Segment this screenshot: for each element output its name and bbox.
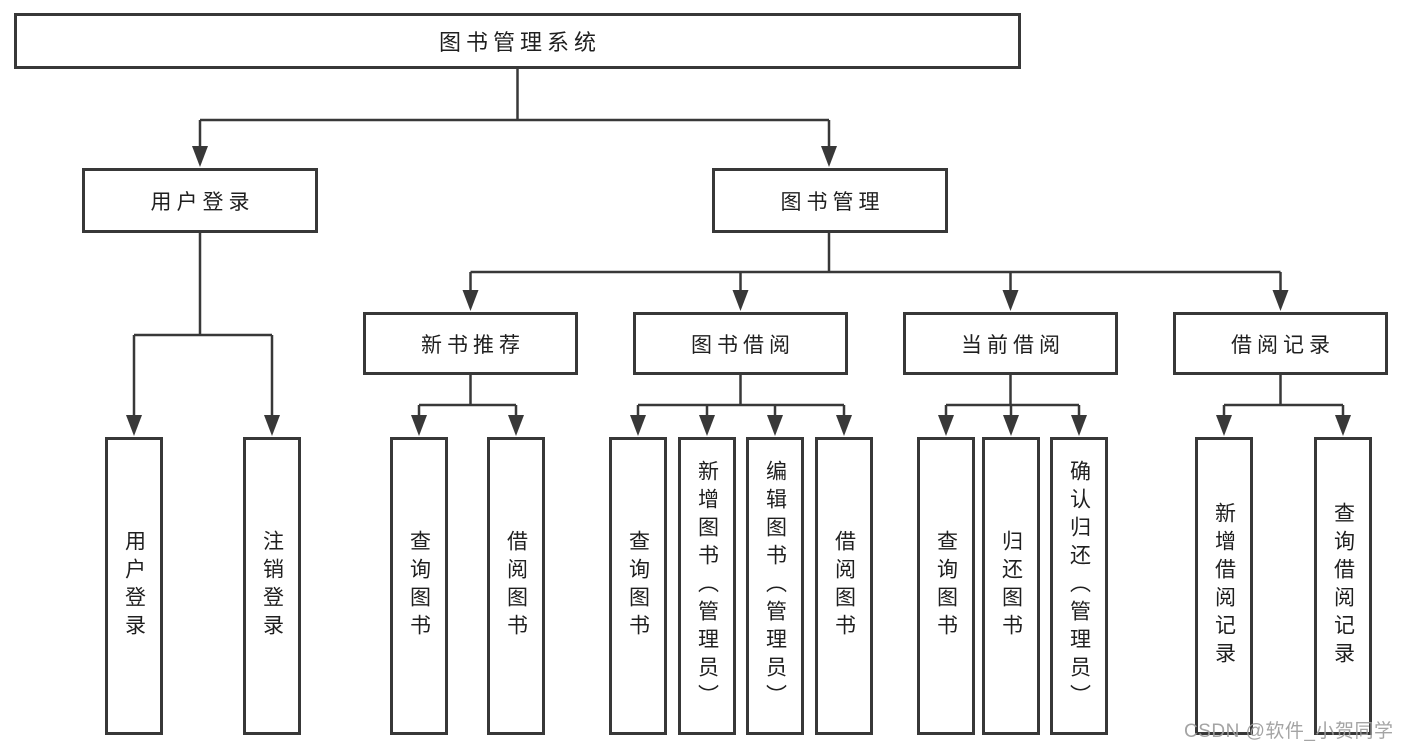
node-new-book-rec-label: 新书推荐 bbox=[421, 333, 525, 357]
node-new-book-rec: 新书推荐 bbox=[363, 312, 578, 375]
connector-login-children bbox=[132, 233, 274, 416]
node-borrow-records: 借阅记录 bbox=[1173, 312, 1388, 375]
node-bb-borrow: 借阅图书 bbox=[815, 437, 873, 735]
connector-mgmt-children bbox=[469, 233, 1282, 291]
connector-newbook-children bbox=[417, 375, 518, 416]
node-book-mgmt: 图书管理 bbox=[712, 168, 948, 233]
node-bb-edit: 编辑图书（管理员） bbox=[746, 437, 804, 735]
node-nb-borrow: 借阅图书 bbox=[487, 437, 545, 735]
node-br-query: 查询借阅记录 bbox=[1314, 437, 1372, 735]
node-current-borrow-label: 当前借阅 bbox=[961, 333, 1065, 357]
node-bb-query: 查询图书 bbox=[609, 437, 667, 735]
node-book-borrow-label: 图书借阅 bbox=[691, 333, 795, 357]
node-bb-add: 新增图书（管理员） bbox=[678, 437, 736, 735]
node-nb-query: 查询图书 bbox=[390, 437, 448, 735]
node-user-login: 用户登录 bbox=[105, 437, 163, 735]
node-login-group: 用户登录 bbox=[82, 168, 318, 233]
node-login-group-label: 用户登录 bbox=[150, 190, 255, 214]
node-cb-query: 查询图书 bbox=[917, 437, 975, 735]
node-book-mgmt-label: 图书管理 bbox=[780, 190, 885, 214]
node-book-borrow: 图书借阅 bbox=[633, 312, 848, 375]
connector-records-children bbox=[1222, 375, 1345, 416]
csdn-watermark: CSDN @软件_小贺同学 bbox=[1184, 721, 1394, 742]
connector-current-children bbox=[944, 375, 1081, 416]
node-root-label: 图书管理系统 bbox=[438, 30, 601, 55]
connector-root-stem bbox=[198, 69, 831, 147]
node-br-add: 新增借阅记录 bbox=[1195, 437, 1253, 735]
node-current-borrow: 当前借阅 bbox=[903, 312, 1118, 375]
node-cb-confirm: 确认归还（管理员） bbox=[1050, 437, 1108, 735]
arrowhead-login bbox=[192, 146, 208, 167]
node-borrow-records-label: 借阅记录 bbox=[1231, 333, 1335, 357]
node-logout: 注销登录 bbox=[243, 437, 301, 735]
arrowhead-mgmt bbox=[821, 146, 837, 167]
connector-borrow-children bbox=[636, 375, 846, 416]
node-root: 图书管理系统 bbox=[14, 13, 1021, 69]
node-cb-return: 归还图书 bbox=[982, 437, 1040, 735]
